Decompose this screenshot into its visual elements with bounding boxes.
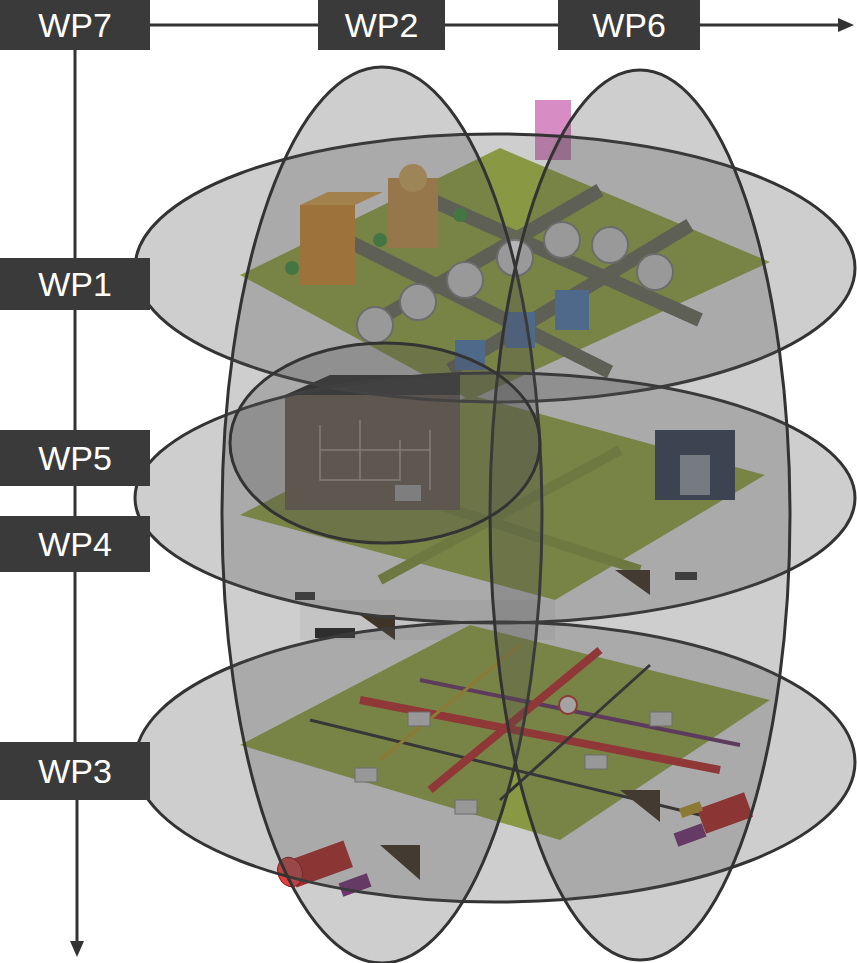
axis-connector: [445, 25, 558, 26]
region-ellipse: [490, 70, 790, 960]
axis-connector: [75, 572, 76, 742]
work-package-box: WP6: [558, 0, 700, 50]
connector-line: [74, 50, 77, 258]
axis-connector: [75, 310, 76, 430]
work-package-label: WP7: [38, 8, 112, 42]
arrowhead: [70, 941, 84, 957]
work-package-label: WP5: [38, 441, 112, 475]
work-package-label: WP4: [38, 527, 112, 561]
axis-connector: [150, 25, 318, 26]
axis-arrows: [70, 18, 854, 957]
region-ellipse: [222, 67, 542, 963]
work-package-box: WP7: [0, 0, 150, 50]
region-ellipse: [230, 343, 540, 543]
arrowhead: [838, 18, 854, 32]
axis-line: [76, 800, 79, 944]
axis-connector: [75, 486, 76, 516]
connector-line: [445, 24, 558, 27]
axis-connector: [75, 50, 76, 258]
work-package-box: WP1: [0, 258, 150, 310]
work-package-label: WP6: [592, 8, 666, 42]
connector-line: [150, 24, 318, 27]
work-package-label: WP2: [345, 8, 419, 42]
connector-line: [74, 572, 77, 742]
connector-line: [74, 310, 77, 430]
axis-line: [700, 24, 842, 27]
work-package-label: WP1: [38, 267, 112, 301]
work-package-box: WP4: [0, 516, 150, 572]
work-package-box: WP5: [0, 430, 150, 486]
work-package-label: WP3: [38, 754, 112, 788]
connector-line: [74, 486, 77, 516]
work-package-box: WP2: [318, 0, 445, 50]
work-package-box: WP3: [0, 742, 150, 800]
work-package-regions: [135, 67, 855, 963]
